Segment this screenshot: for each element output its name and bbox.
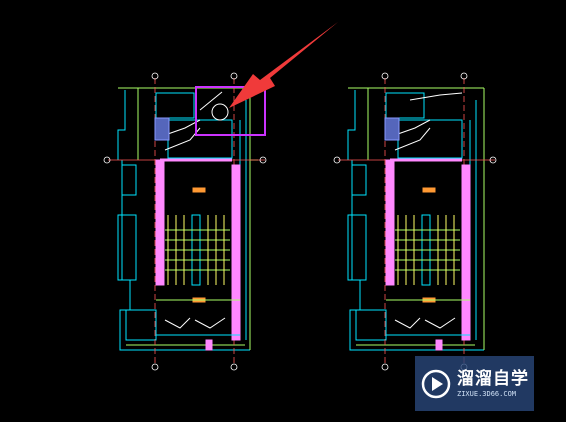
watermark-title: 溜溜自学 bbox=[457, 368, 529, 389]
stairwell-plan-left[interactable] bbox=[103, 22, 338, 371]
watermark: 溜溜自学 ZIXUE.3D66.COM bbox=[415, 356, 534, 411]
stair-core bbox=[155, 158, 241, 351]
red-arrow bbox=[229, 22, 338, 108]
upper-room bbox=[384, 92, 463, 159]
stairwell-plan-right[interactable] bbox=[333, 72, 497, 371]
axis-bubbles bbox=[103, 72, 267, 371]
outer-wall-outline bbox=[347, 87, 485, 351]
watermark-url: ZIXUE.3D66.COM bbox=[457, 389, 517, 398]
selection-rectangle bbox=[195, 86, 266, 136]
upper-room bbox=[154, 91, 233, 159]
stair-core bbox=[385, 158, 471, 351]
play-logo-icon bbox=[421, 369, 451, 398]
